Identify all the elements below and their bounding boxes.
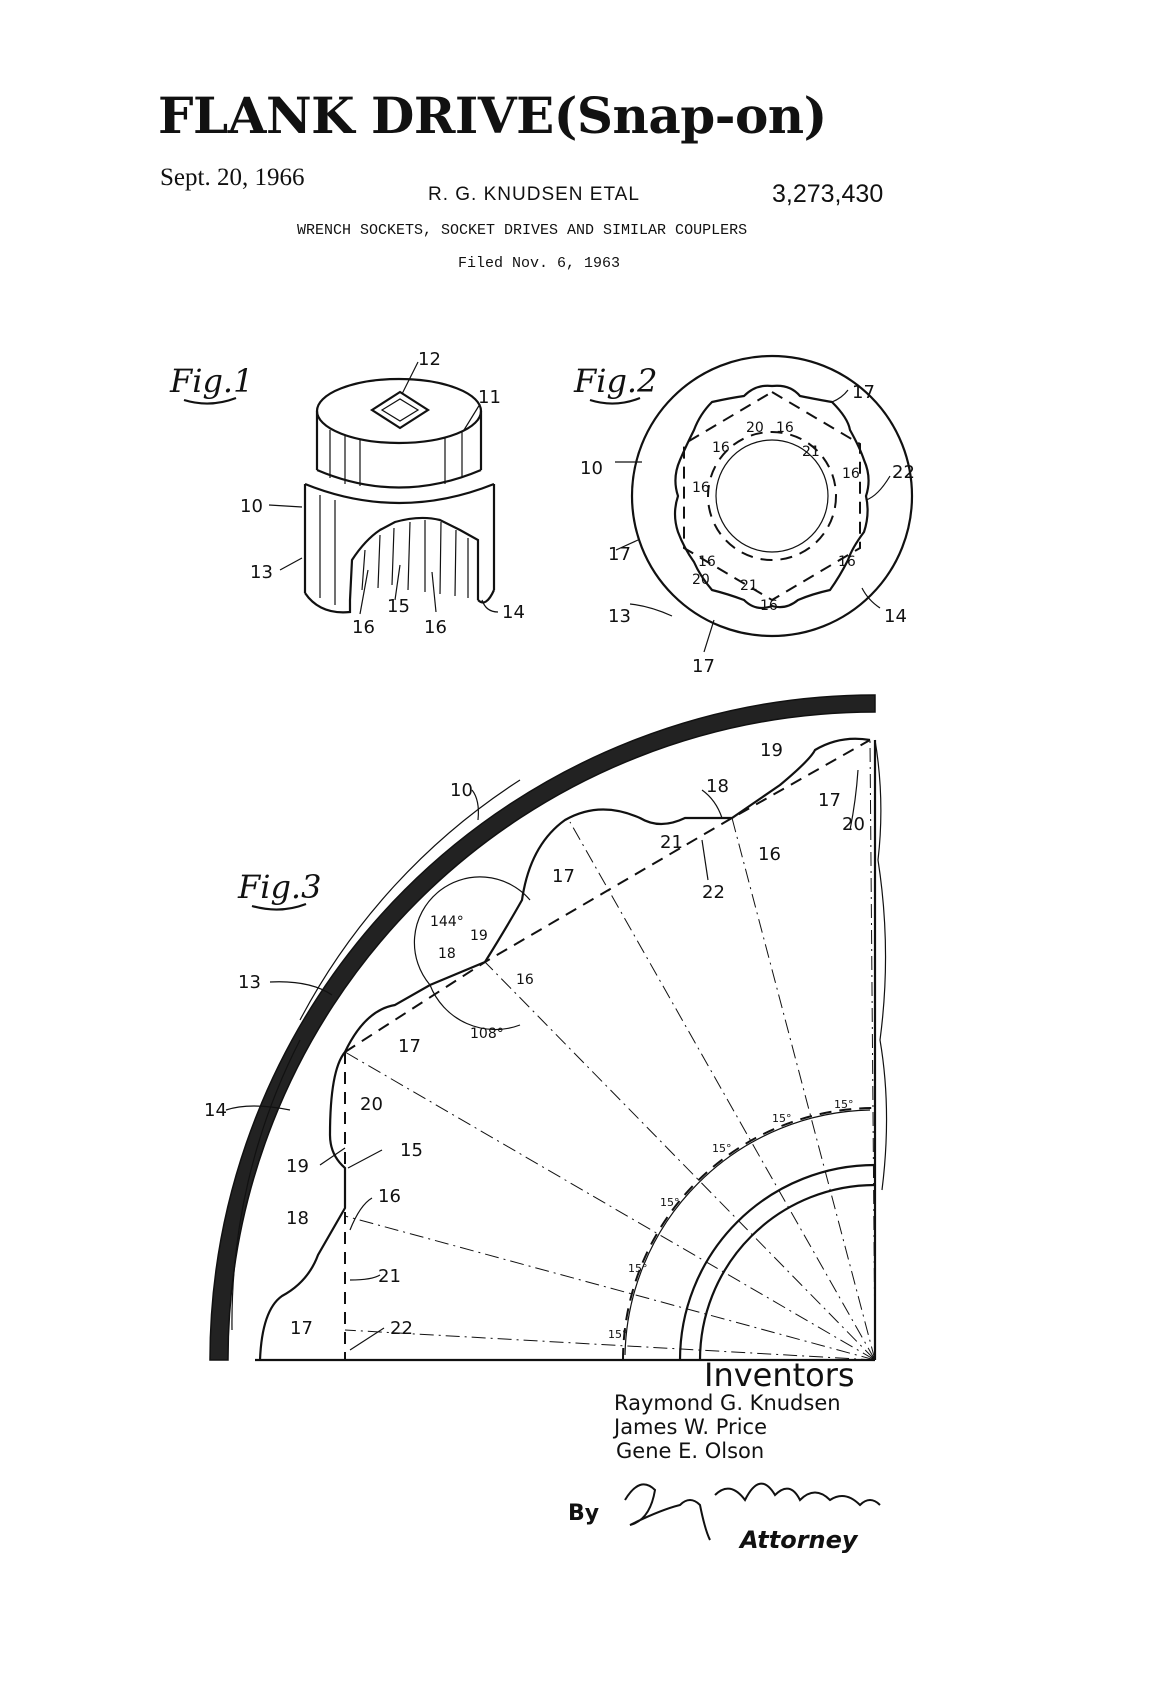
fig2-label-16g: 16: [838, 554, 856, 570]
fig3-label-15: 15: [400, 1140, 423, 1161]
fig3-title: Fig.3: [237, 868, 321, 906]
fig2-label-16f: 16: [760, 598, 778, 614]
fig3-label-18a: 18: [706, 776, 729, 797]
fig2-label-16c: 16: [692, 480, 710, 496]
fig1-label-14: 14: [502, 602, 525, 623]
fig1-title-underline: [183, 396, 237, 405]
fig3-label-14: 14: [204, 1100, 227, 1121]
fig1-drive-top: [315, 377, 483, 445]
fig2-label-20a: 20: [746, 420, 764, 436]
fig1-cutaway: [348, 516, 480, 601]
fig3-angle-15-2: 15°: [628, 1262, 648, 1275]
fig2-inner-circle: [715, 439, 829, 553]
fig1-label-13: 13: [250, 562, 273, 583]
fig3-label-16c: 16: [378, 1186, 401, 1207]
fig2-label-16a: 16: [776, 420, 794, 436]
fig3-label-10: 10: [450, 780, 473, 801]
inventors-block: Inventors Raymond G. Knudsen James W. Pr…: [568, 1356, 881, 1554]
fig3-label-13: 13: [238, 972, 261, 993]
fig3-angle-15-4: 15°: [712, 1142, 732, 1155]
patent-subject: WRENCH SOCKETS, SOCKET DRIVES AND SIMILA…: [297, 222, 748, 239]
inventor-name-2: James W. Price: [612, 1415, 767, 1439]
fig3-flank-profile: [258, 737, 871, 1361]
fig3-label-16a: 16: [758, 844, 781, 865]
fig2-label-16b: 16: [712, 440, 730, 456]
patent-date: Sept. 20, 1966: [160, 164, 305, 191]
fig3-angle-144: [413, 876, 531, 986]
fig2-label-10: 10: [580, 458, 603, 479]
fig2-label-16d: 16: [842, 466, 860, 482]
fig1-label-16b: 16: [424, 617, 447, 638]
fig2-label-21a: 21: [802, 444, 820, 460]
fig3-label-18b: 18: [438, 946, 456, 962]
fig3-label-19b: 19: [470, 928, 488, 944]
fig2-label-13: 13: [608, 606, 631, 627]
fig3-label-19c: 19: [286, 1156, 309, 1177]
fig3-label-108: 108°: [470, 1026, 504, 1042]
fig2-label-17b: 17: [608, 544, 631, 565]
fig2-flank-profile: [673, 384, 870, 610]
fig1-socket-body: [303, 484, 496, 593]
fig2-outer-circle: [630, 354, 914, 638]
fig2-title-underline: [589, 396, 641, 405]
fig3-label-20a: 20: [842, 814, 865, 835]
fig3-label-19a: 19: [760, 740, 783, 761]
figure-1: Fig.1 12 11 10 13 16 15 16 14: [169, 349, 525, 638]
figure-3: Fig.3 19 18 1: [204, 694, 888, 1362]
fig3-title-underline: [251, 902, 307, 911]
fig3-label-22b: 22: [390, 1318, 413, 1339]
fig3-angle-15-1: 15°: [608, 1328, 628, 1341]
fig3-angle-15-3: 15°: [660, 1196, 680, 1209]
fig1-square-drive: [369, 390, 431, 430]
fig1-label-11: 11: [478, 387, 501, 408]
fig3-label-20b: 20: [360, 1094, 383, 1115]
fig3-label-17b: 17: [552, 866, 575, 887]
fig1-label-15: 15: [387, 596, 410, 617]
fig3-outer-wall: [209, 694, 876, 1361]
fig3-angle-15-5: 15°: [772, 1112, 792, 1125]
fig3-label-22a: 22: [702, 882, 725, 903]
fig2-label-14: 14: [884, 606, 907, 627]
fig3-label-17a: 17: [818, 790, 841, 811]
fig2-label-16e: 16: [698, 554, 716, 570]
fig3-label-17c: 17: [398, 1036, 421, 1057]
fig3-label-21b: 21: [378, 1266, 401, 1287]
fig1-label-12: 12: [418, 349, 441, 370]
fig2-inner-dashed-circle: [707, 431, 837, 561]
signature-by: By: [568, 1501, 599, 1526]
fig1-drive-body: [315, 411, 483, 470]
fig2-label-20b: 20: [692, 572, 710, 588]
fig2-label-17c: 17: [692, 656, 715, 677]
fig3-label-17d: 17: [290, 1318, 313, 1339]
attorney-label: Attorney: [738, 1526, 859, 1554]
fig3-angle-108: [429, 984, 521, 1031]
fig3-label-18c: 18: [286, 1208, 309, 1229]
page-title: FLANK DRIVE(Snap-on): [158, 86, 827, 145]
fig3-label-16b: 16: [516, 972, 534, 988]
fig2-hexagon: [683, 390, 861, 602]
fig1-label-16a: 16: [352, 617, 375, 638]
figure-2: Fig.2 17 20 16 16 10 21 16 22 16 17 16 2…: [573, 354, 915, 677]
fig1-label-10: 10: [240, 496, 263, 517]
fig1-title: Fig.1: [169, 362, 253, 400]
attorney-signature: [624, 1482, 881, 1541]
inventor-name-3: Gene E. Olson: [616, 1439, 764, 1463]
fig2-title: Fig.2: [573, 362, 657, 400]
patent-filed-date: Filed Nov. 6, 1963: [458, 255, 621, 272]
fig3-label-21a: 21: [660, 832, 683, 853]
patent-inventor-line: R. G. KNUDSEN ETAL: [428, 184, 640, 205]
fig3-label-144: 144°: [430, 914, 464, 930]
fig3-radial-lines: [344, 739, 876, 1361]
fig3-angle-15-6: 15°: [834, 1098, 854, 1111]
fig2-label-22: 22: [892, 462, 915, 483]
patent-number: 3,273,430: [772, 180, 884, 208]
inventors-heading: Inventors: [704, 1356, 855, 1394]
inventor-name-1: Raymond G. Knudsen: [614, 1391, 841, 1415]
fig2-label-21b: 21: [740, 578, 758, 594]
fig2-label-17a: 17: [852, 382, 875, 403]
